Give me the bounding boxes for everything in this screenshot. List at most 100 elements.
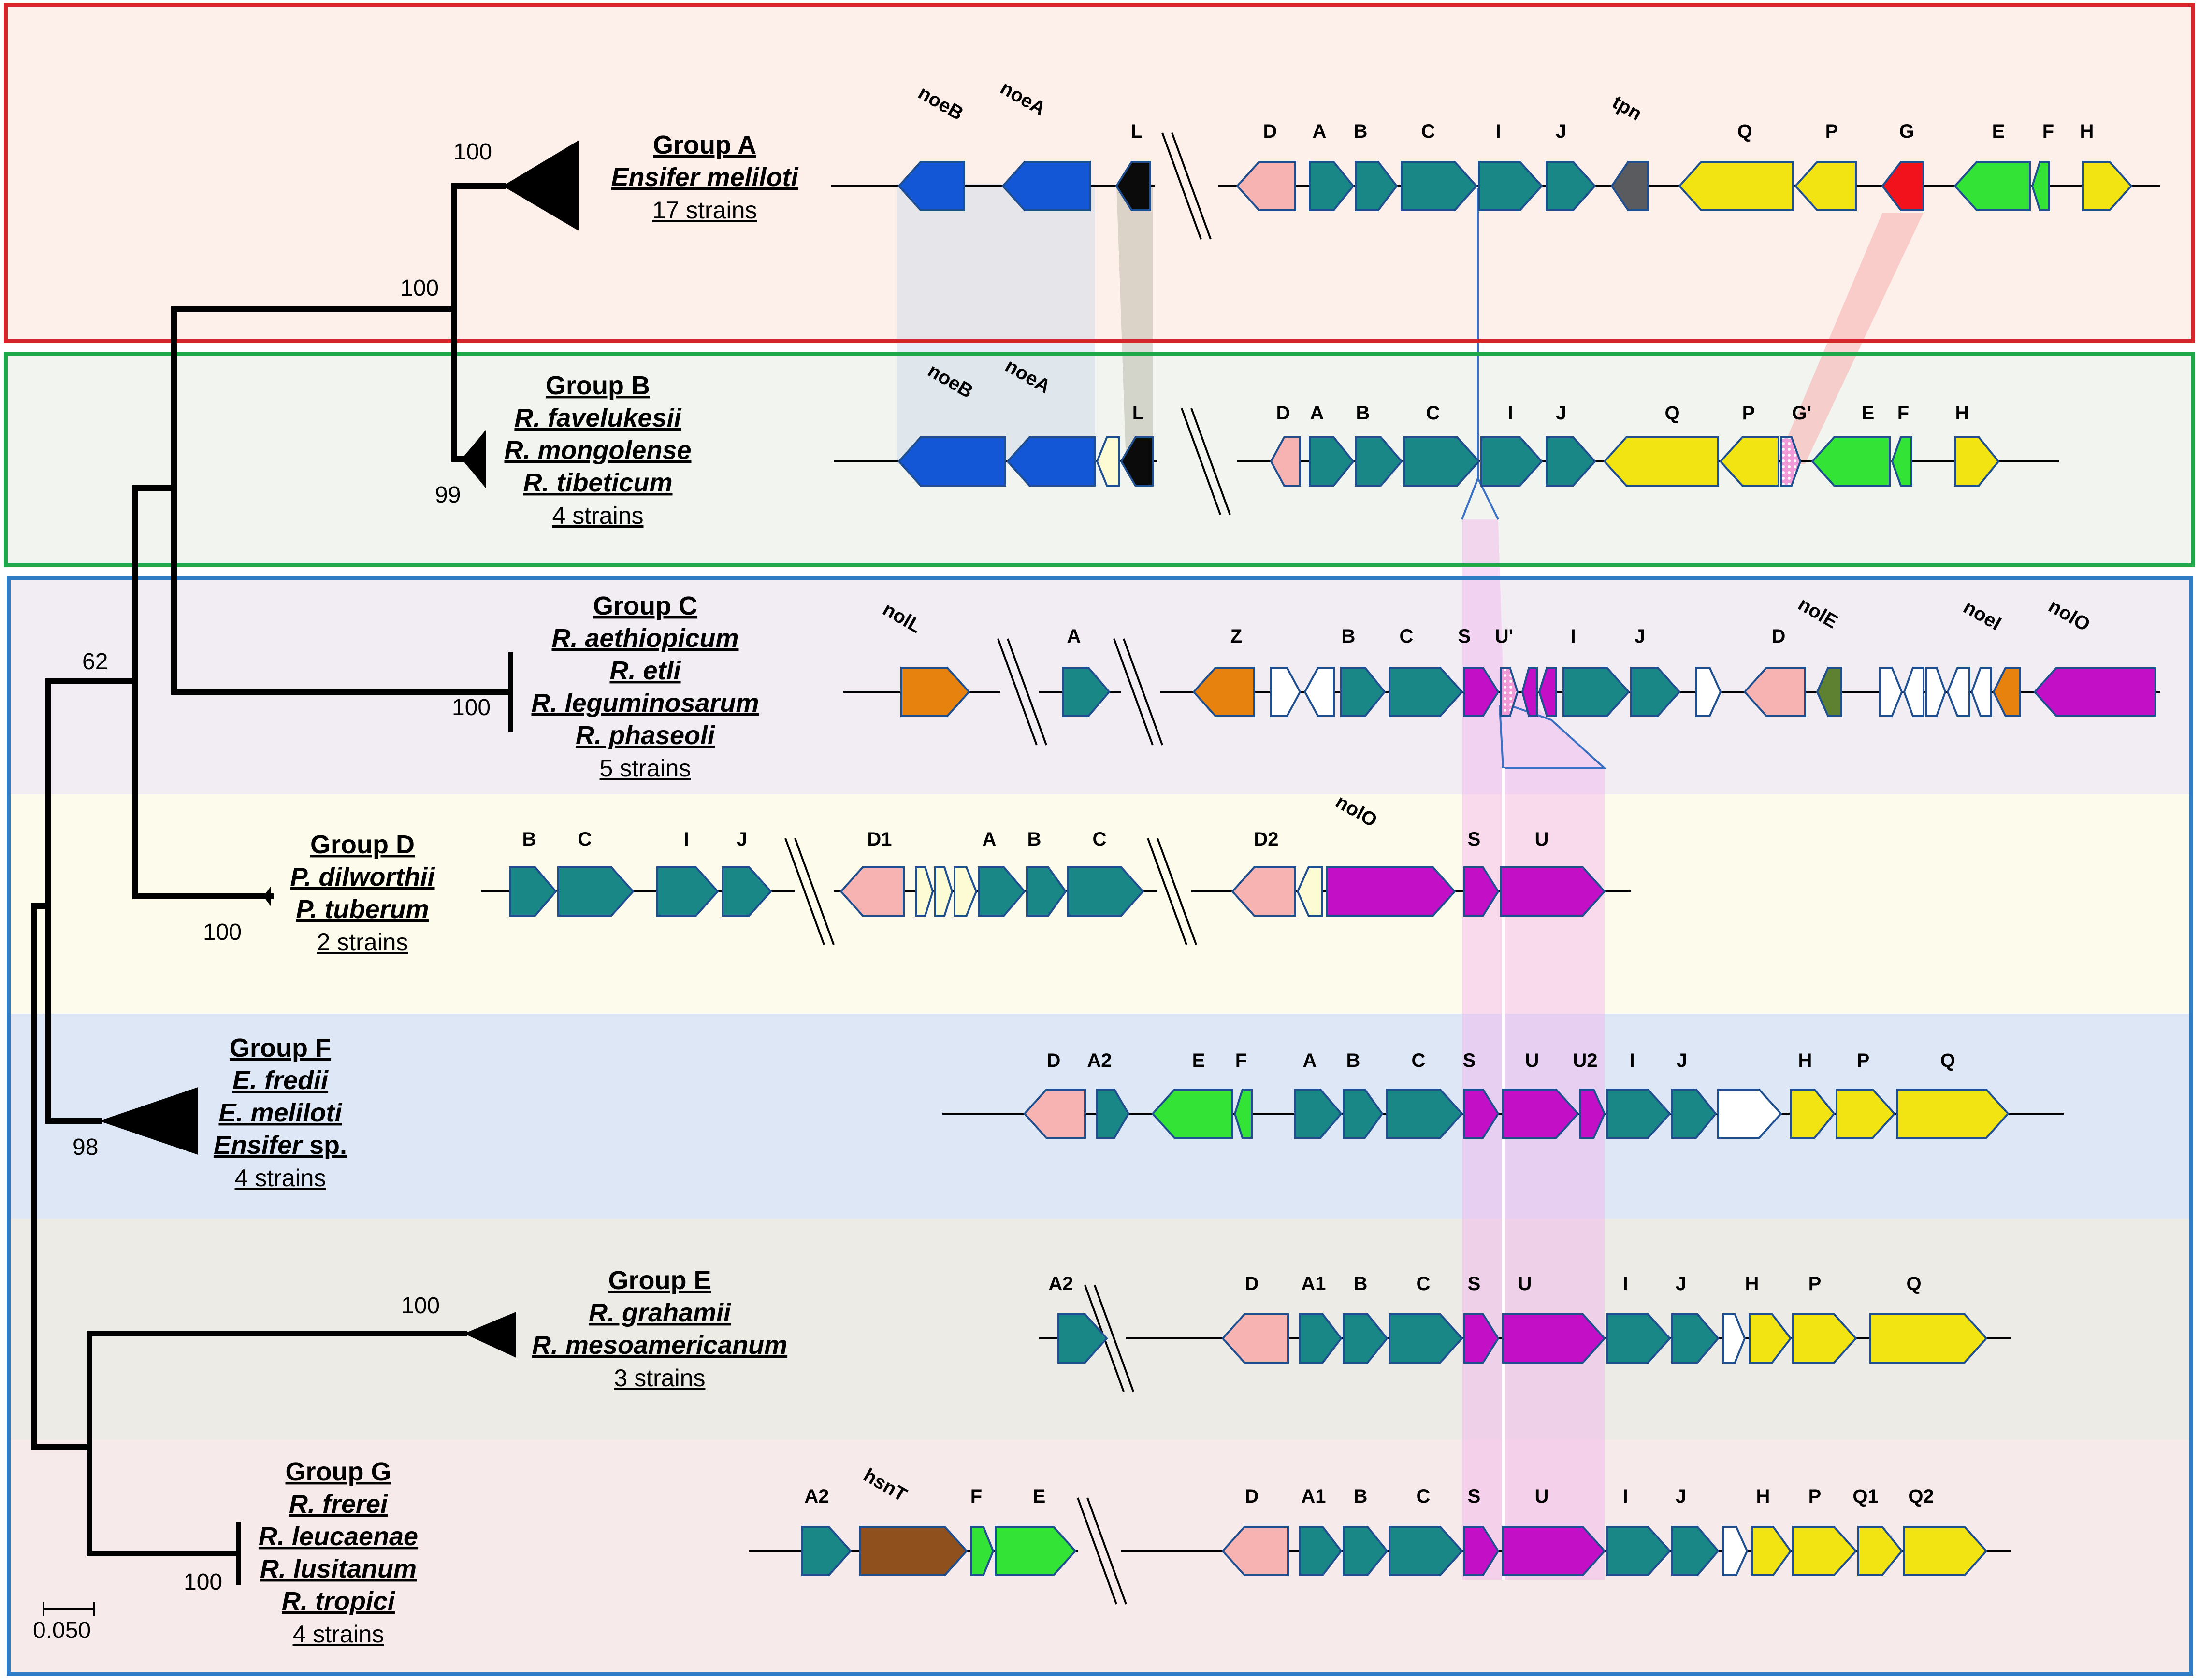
group-D-count: 2 strains — [317, 929, 408, 956]
gene-B-8 — [1480, 436, 1543, 487]
group-C-species: R. phaseoli — [576, 721, 715, 750]
species-suffix: sp. — [302, 1131, 347, 1160]
gene-E-9 — [1722, 1313, 1746, 1364]
gene-A-14 — [2031, 161, 2050, 211]
gene-B-4 — [1270, 436, 1301, 487]
gene-label-A-14: F — [2042, 121, 2054, 142]
gene-label-G-12: H — [1756, 1486, 1770, 1507]
gene-label-A-4: A — [1313, 121, 1327, 142]
gene-label-B-6: C — [1426, 402, 1440, 424]
gene-label-A-8: J — [1556, 121, 1566, 142]
L-link — [1116, 184, 1153, 464]
gene-A-15 — [2082, 161, 2133, 211]
gene-label-G-13: P — [1808, 1486, 1822, 1507]
gene-A-6 — [1401, 161, 1478, 211]
gene-D-14 — [1463, 866, 1500, 917]
gene-label-C-9: D — [1772, 626, 1786, 647]
break-D-0-a — [784, 838, 825, 945]
gene-C-19 — [1946, 667, 1970, 717]
gene-E-4 — [1389, 1313, 1463, 1364]
gene-G-6 — [1343, 1526, 1389, 1576]
groups-CDEFG-frame — [7, 576, 2193, 1676]
gene-label-E-5: S — [1468, 1273, 1481, 1294]
gene-C-1 — [1062, 667, 1111, 717]
gene-label-B-13: F — [1897, 402, 1909, 424]
gene-label-D-6: B — [1027, 829, 1042, 850]
group-G-species: R. leucaenae — [259, 1522, 418, 1551]
gene-label-C-4: C — [1400, 626, 1414, 647]
gene-G-2 — [970, 1526, 995, 1576]
group-B-species: R. favelukesii — [514, 403, 681, 432]
gene-label-G-8: S — [1468, 1486, 1481, 1507]
bootstrap-a: 100 — [453, 139, 492, 165]
gene-C-6 — [1389, 667, 1463, 717]
gene-label-D-1: C — [578, 829, 592, 850]
gene-A-13 — [1953, 161, 2031, 211]
gene-F-14 — [1836, 1089, 1896, 1139]
gene-label-F-5: B — [1346, 1050, 1360, 1071]
gene-D-15 — [1500, 866, 1606, 917]
gene-D-10 — [1067, 866, 1144, 917]
gene-D-1 — [557, 866, 635, 917]
gene-label-B-11: G' — [1792, 402, 1812, 424]
gene-label-D-8: D2 — [1254, 829, 1278, 850]
gene-D-12 — [1296, 866, 1323, 917]
gene-G-5 — [1299, 1526, 1343, 1576]
gene-A-0 — [897, 161, 965, 211]
gene-A-11 — [1794, 161, 1857, 211]
gene-C-2 — [1192, 667, 1255, 717]
group-D-species: P. dilworthii — [290, 862, 435, 891]
group-B-count: 4 strains — [552, 502, 644, 529]
gene-label-C-5: S — [1458, 626, 1471, 647]
gene-label-C-3: B — [1342, 626, 1356, 647]
gene-A-3 — [1236, 161, 1296, 211]
gene-label-B-3: D — [1276, 402, 1290, 424]
gene-B-13 — [1811, 436, 1891, 487]
gene-label-A-13: E — [1992, 121, 2005, 142]
clade-triangle-B — [462, 430, 486, 488]
gene-E-12 — [1869, 1313, 1988, 1364]
gene-label-E-8: J — [1676, 1273, 1686, 1294]
group-D-species: P. tuberum — [296, 895, 429, 924]
gene-G-14 — [1792, 1526, 1857, 1576]
gene-label-C-7: I — [1570, 626, 1576, 647]
gene-label-B-14: H — [1955, 402, 1969, 424]
gene-E-1 — [1221, 1313, 1289, 1364]
group-E-title: Group E — [608, 1266, 711, 1295]
gene-label-E-0: A2 — [1048, 1273, 1073, 1294]
gene-G-4 — [1221, 1526, 1289, 1576]
gene-label-G-0: A2 — [804, 1486, 829, 1507]
group-G-title: Group G — [286, 1457, 391, 1486]
gene-label-B-12: E — [1862, 402, 1875, 424]
gene-A-9 — [1610, 161, 1649, 211]
gene-B-0 — [897, 436, 1006, 487]
group-D-title: Group D — [310, 830, 415, 859]
group-F-species: Ensifer sp. — [214, 1131, 347, 1160]
gene-label-E-2: A1 — [1301, 1273, 1326, 1294]
clade-triangle-A — [503, 140, 579, 231]
gene-D-2 — [656, 866, 719, 917]
gene-label-D-4: D1 — [867, 829, 892, 850]
gene-D-13 — [1326, 866, 1456, 917]
gene-label-G-10: I — [1622, 1486, 1628, 1507]
gene-D-3 — [722, 866, 772, 917]
gene-C-12 — [1630, 667, 1681, 717]
gene-label-C-8: J — [1635, 626, 1645, 647]
gene-F-13 — [1790, 1089, 1836, 1139]
gene-E-6 — [1502, 1313, 1606, 1364]
group-F-species: E. fredii — [232, 1066, 329, 1095]
gene-label-D-5: A — [983, 829, 997, 850]
gene-G-11 — [1671, 1526, 1720, 1576]
gene-label-D-11: U — [1535, 829, 1549, 850]
gene-D-0 — [509, 866, 557, 917]
gene-label-B-5: B — [1356, 402, 1370, 424]
gene-C-8 — [1500, 667, 1519, 717]
gene-G-8 — [1463, 1526, 1500, 1576]
break-D-0-b — [794, 838, 835, 945]
gene-C-10 — [1538, 667, 1557, 717]
